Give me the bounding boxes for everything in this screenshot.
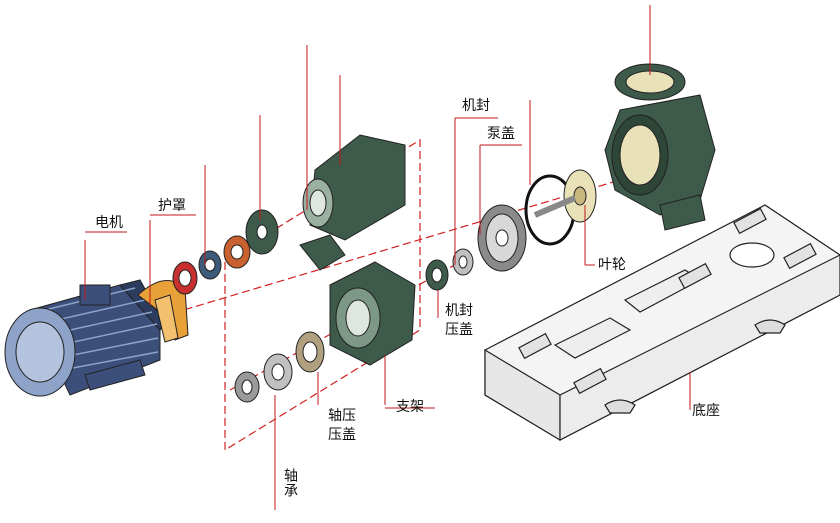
- label-pump-cover: 泵盖: [487, 126, 515, 142]
- label-mech-seal: 机封: [462, 98, 490, 114]
- label-motor: 电机: [95, 215, 123, 231]
- adapter-housing: [299, 134, 406, 271]
- label-bearing-gland-2: 压盖: [328, 427, 356, 443]
- coupling: [172, 209, 279, 295]
- mech-seal-part: [452, 248, 474, 276]
- pump-casing: [604, 63, 716, 231]
- bracket: [329, 261, 416, 366]
- label-base: 底座: [692, 403, 720, 419]
- label-seal-gland-2: 压盖: [445, 322, 473, 338]
- bearing-parts: [234, 331, 325, 403]
- base-plate: [484, 204, 840, 442]
- leader-lines: [84, 5, 691, 510]
- motor: [4, 279, 166, 397]
- label-seal-gland-1: 机封: [445, 303, 473, 319]
- label-bearing-gland-1: 轴压: [328, 408, 356, 424]
- label-bracket: 支架: [396, 399, 424, 415]
- impeller-part: [533, 169, 597, 223]
- seal-gland-part: [425, 259, 449, 291]
- label-bearing: 轴承: [282, 468, 298, 498]
- pump-cover-part: [477, 204, 527, 272]
- label-guard: 护罩: [158, 198, 186, 214]
- label-impeller: 叶轮: [598, 257, 626, 273]
